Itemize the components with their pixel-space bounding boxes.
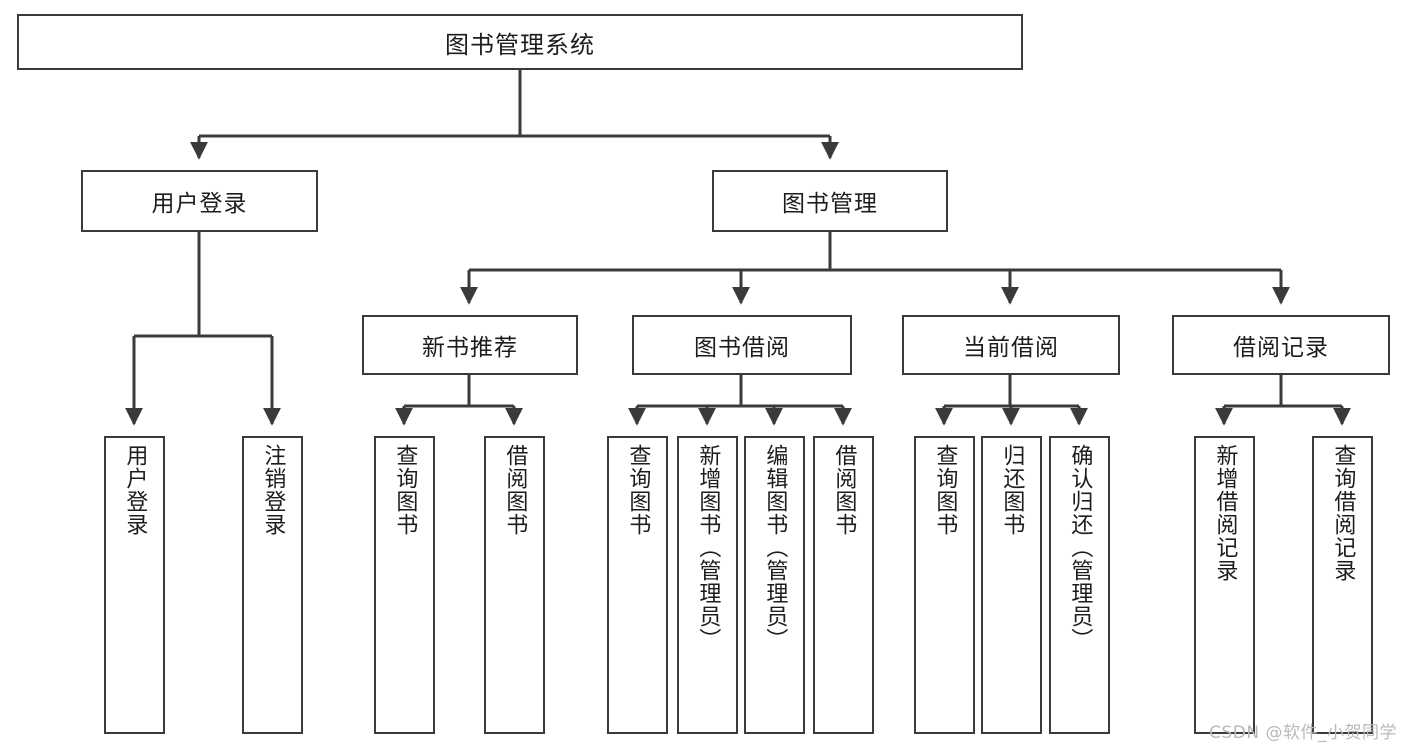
node-new-book-recommend-label: 新书推荐: [422, 335, 518, 361]
leaf-borrow-book-label: 借阅图书: [831, 444, 857, 536]
leaf-confirm-return-admin[interactable]: 确认归还（管理员）: [1049, 436, 1110, 734]
watermark: CSDN @软件_小贺同学: [1209, 723, 1397, 743]
leaf-add-book-admin[interactable]: 新增图书（管理员）: [677, 436, 738, 734]
leaf-logout[interactable]: 注销登录: [242, 436, 303, 734]
node-book-management-label: 图书管理: [782, 191, 878, 217]
node-book-management[interactable]: 图书管理: [712, 170, 948, 232]
node-root-label: 图书管理系统: [445, 30, 595, 59]
leaf-confirm-return-admin-label: 确认归还（管理员）: [1067, 444, 1093, 651]
leaf-query-borrow-record-label: 查询借阅记录: [1330, 444, 1356, 582]
leaf-user-login[interactable]: 用户登录: [104, 436, 165, 734]
leaf-edit-book-admin[interactable]: 编辑图书（管理员）: [744, 436, 805, 734]
leaf-query-book-borrow-label: 查询图书: [625, 444, 651, 536]
node-book-borrow[interactable]: 图书借阅: [632, 315, 852, 375]
node-current-borrow-label: 当前借阅: [963, 335, 1059, 361]
leaf-edit-book-admin-label: 编辑图书（管理员）: [762, 444, 788, 651]
node-book-borrow-label: 图书借阅: [694, 335, 790, 361]
leaf-add-book-admin-label: 新增图书（管理员）: [695, 444, 721, 651]
leaf-return-book[interactable]: 归还图书: [981, 436, 1042, 734]
leaf-query-book-borrow[interactable]: 查询图书: [607, 436, 668, 734]
leaf-add-borrow-record[interactable]: 新增借阅记录: [1194, 436, 1255, 734]
leaf-add-borrow-record-label: 新增借阅记录: [1212, 444, 1238, 582]
node-user-login-label: 用户登录: [151, 191, 248, 217]
leaf-query-book-recommend[interactable]: 查询图书: [374, 436, 435, 734]
node-user-login[interactable]: 用户登录: [81, 170, 318, 232]
node-root[interactable]: 图书管理系统: [17, 14, 1023, 70]
node-borrow-record[interactable]: 借阅记录: [1172, 315, 1390, 375]
leaf-borrow-book-recommend[interactable]: 借阅图书: [484, 436, 545, 734]
leaf-logout-label: 注销登录: [260, 444, 286, 536]
leaf-query-borrow-record[interactable]: 查询借阅记录: [1312, 436, 1373, 734]
leaf-query-book-recommend-label: 查询图书: [392, 444, 418, 536]
leaf-return-book-label: 归还图书: [999, 444, 1025, 536]
leaf-borrow-book[interactable]: 借阅图书: [813, 436, 874, 734]
leaf-user-login-label: 用户登录: [122, 444, 148, 536]
node-current-borrow[interactable]: 当前借阅: [902, 315, 1120, 375]
leaf-borrow-book-recommend-label: 借阅图书: [502, 444, 528, 536]
node-borrow-record-label: 借阅记录: [1233, 335, 1329, 361]
leaf-query-book-current-label: 查询图书: [932, 444, 958, 536]
leaf-query-book-current[interactable]: 查询图书: [914, 436, 975, 734]
node-new-book-recommend[interactable]: 新书推荐: [362, 315, 578, 375]
